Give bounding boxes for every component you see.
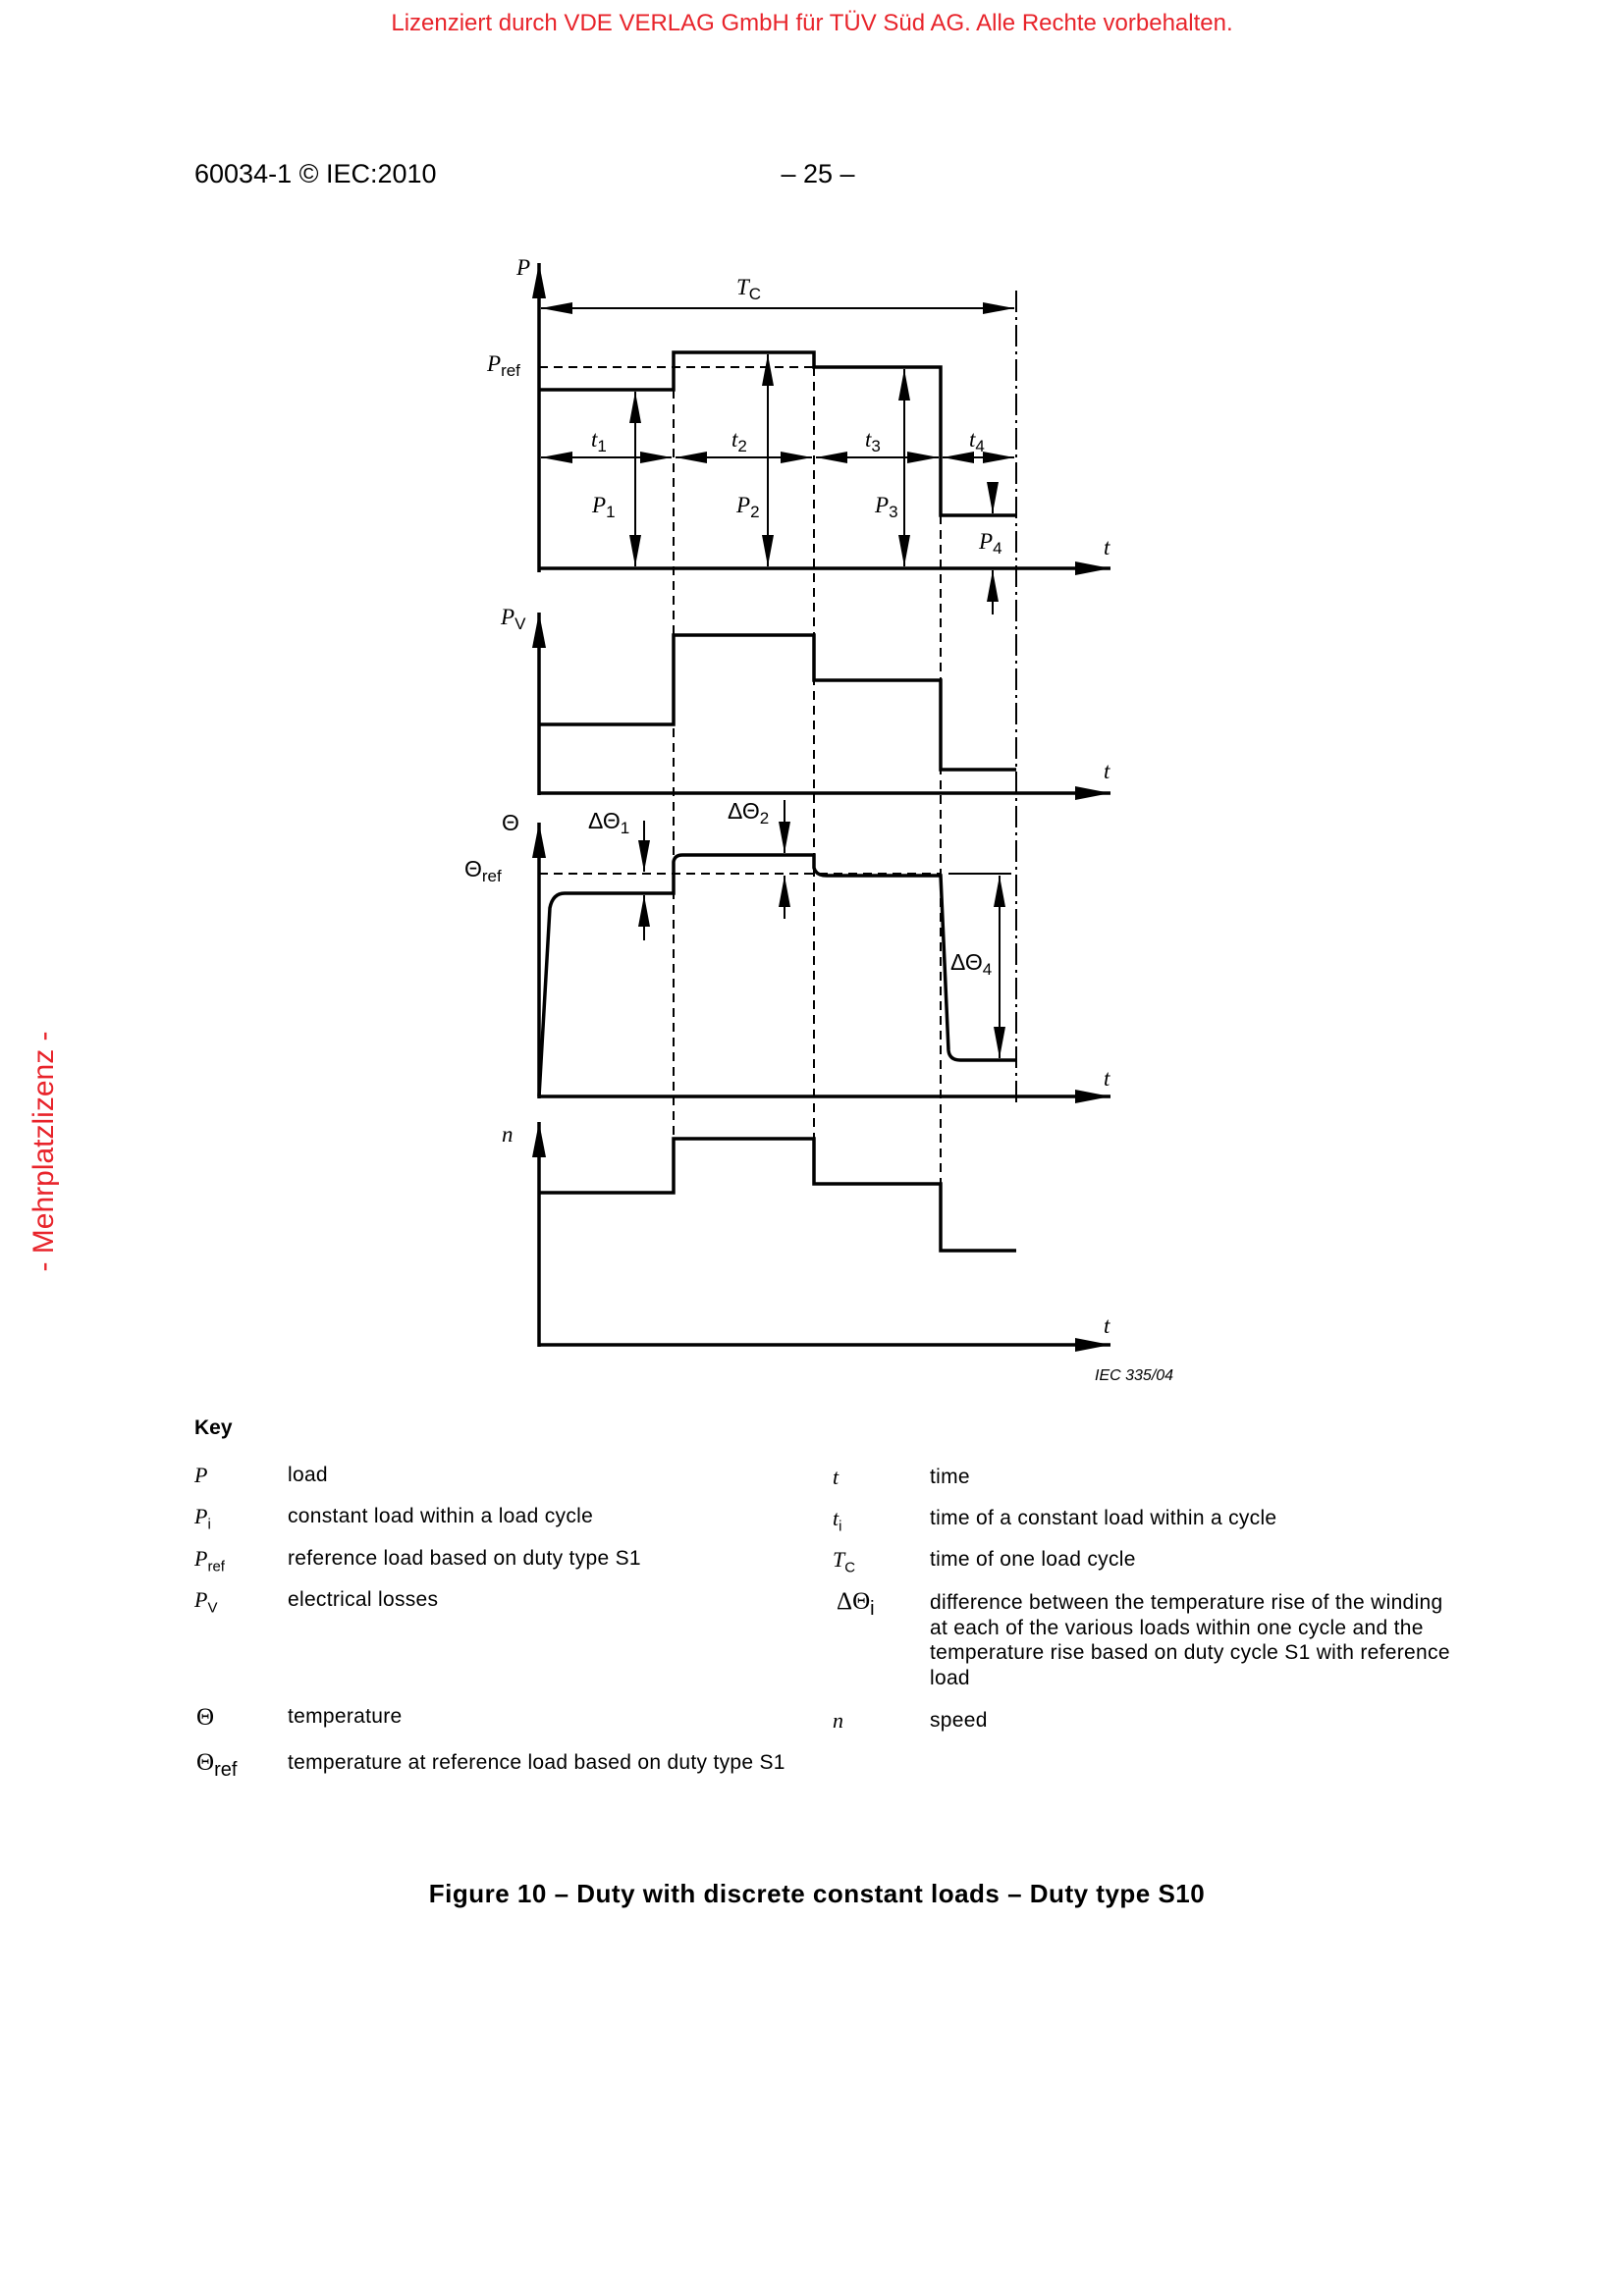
- p2-label: P2: [735, 493, 760, 521]
- key-symbol: ΔΘi: [837, 1588, 875, 1620]
- phase-boundaries: [673, 352, 942, 1251]
- speed-curve: [539, 1137, 1016, 1253]
- key-description: load: [288, 1464, 328, 1486]
- key-description: time: [930, 1466, 970, 1488]
- key-symbol: P: [194, 1463, 208, 1487]
- iec-reference: IEC 335/04: [1095, 1367, 1173, 1384]
- key-symbol: TC: [833, 1547, 856, 1576]
- license-watermark: Lizenziert durch VDE VERLAG GmbH für TÜV…: [391, 10, 1233, 36]
- key-symbol: t: [833, 1465, 839, 1489]
- document-id: 60034-1 © IEC:2010: [194, 159, 437, 188]
- t2-label: t2: [731, 427, 747, 455]
- losses-curve: [539, 633, 1016, 772]
- time-axis-label: t: [1104, 1313, 1110, 1338]
- key-symbol: Pi: [194, 1504, 211, 1533]
- key-symbol: PV: [194, 1587, 218, 1617]
- p3-label: P3: [874, 493, 898, 521]
- pv-axis-label: PV: [500, 605, 526, 633]
- figure-caption: Figure 10 – Duty with discrete constant …: [428, 1879, 1206, 1908]
- key-description: electrical losses: [288, 1588, 439, 1611]
- t4-label: t4: [969, 427, 985, 455]
- load-curve: [539, 350, 1016, 517]
- tc-label: TC: [736, 275, 761, 303]
- pref-label: Pref: [486, 351, 520, 380]
- p4-label: P4: [978, 529, 1002, 558]
- key-symbol: Pref: [194, 1546, 225, 1575]
- key-description: time of one load cycle: [930, 1548, 1136, 1571]
- key-description: temperature: [288, 1705, 403, 1728]
- key-symbol: Θ: [196, 1704, 215, 1731]
- t1-label: t1: [591, 427, 607, 455]
- time-axis-label: t: [1104, 1066, 1110, 1091]
- p-axis-label: P: [515, 255, 530, 280]
- p1-label: P1: [591, 493, 616, 521]
- key-symbol: Θref: [196, 1749, 238, 1781]
- dtheta4-label: ΔΘ4: [950, 949, 992, 979]
- temperature-curve: [537, 853, 1016, 1097]
- n-axis-label: n: [502, 1122, 514, 1147]
- key-description: difference between the temperature rise …: [930, 1591, 1450, 1689]
- key-description: reference load based on duty type S1: [288, 1547, 641, 1570]
- key-description: constant load within a load cycle: [288, 1505, 594, 1527]
- dtheta1-label: ΔΘ1: [588, 808, 629, 837]
- time-axis-label: t: [1104, 759, 1110, 783]
- key-description: speed: [930, 1709, 988, 1732]
- key-heading: Key: [194, 1416, 233, 1439]
- theta-ref-label: Θref: [464, 856, 502, 885]
- key-symbol: n: [833, 1708, 843, 1733]
- key-description: temperature at reference load based on d…: [288, 1751, 785, 1774]
- key-description: time of a constant load within a cycle: [930, 1507, 1277, 1529]
- theta-axis-label: Θ: [502, 810, 519, 835]
- dtheta2-label: ΔΘ2: [728, 798, 769, 828]
- page-number: – 25 –: [781, 159, 855, 188]
- key-symbol: ti: [833, 1506, 842, 1535]
- time-axis-label: t: [1104, 535, 1110, 560]
- t3-label: t3: [865, 427, 881, 455]
